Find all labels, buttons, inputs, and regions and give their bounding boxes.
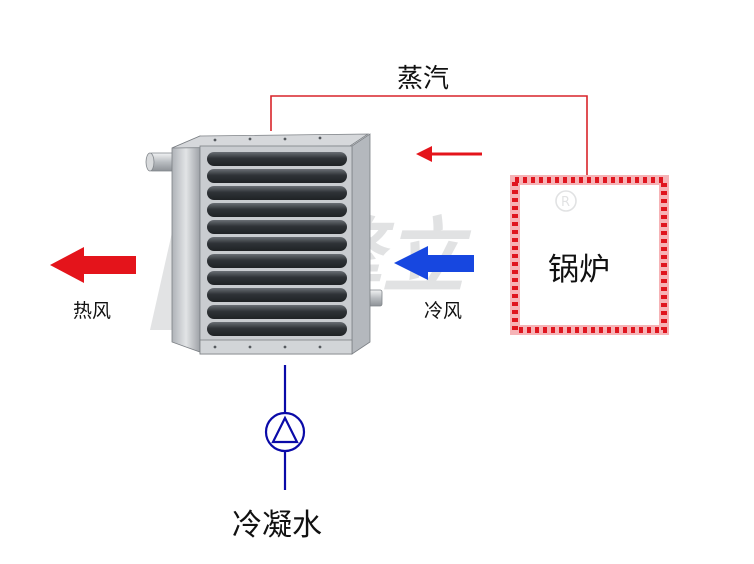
registered-mark-icon <box>555 190 577 212</box>
fin-row <box>207 169 347 183</box>
cold-air-arrow-icon <box>394 246 474 280</box>
fin-row <box>207 322 347 336</box>
fin-row <box>207 203 347 217</box>
fin-row <box>207 254 347 268</box>
steam-label: 蒸汽 <box>397 64 450 94</box>
fin-row <box>207 271 347 285</box>
cold-air-label: 冷风 <box>424 300 463 322</box>
registered-mark: R <box>561 195 570 210</box>
fin-row <box>207 152 347 166</box>
condensate-label: 冷凝水 <box>232 508 322 543</box>
air-heater <box>145 133 383 355</box>
boiler-label: 锅炉 <box>548 252 610 288</box>
fin-row <box>207 305 347 319</box>
fin-row <box>207 186 347 200</box>
steam-flow-arrow-icon <box>416 146 482 162</box>
fin-row <box>207 220 347 234</box>
fin-row <box>207 288 347 302</box>
hot-air-arrow-icon <box>50 247 136 283</box>
fin-row <box>207 237 347 251</box>
hot-air-label: 热风 <box>73 300 112 322</box>
steam-line <box>270 95 588 180</box>
boiler-box <box>510 175 669 335</box>
pump-icon <box>264 411 306 453</box>
